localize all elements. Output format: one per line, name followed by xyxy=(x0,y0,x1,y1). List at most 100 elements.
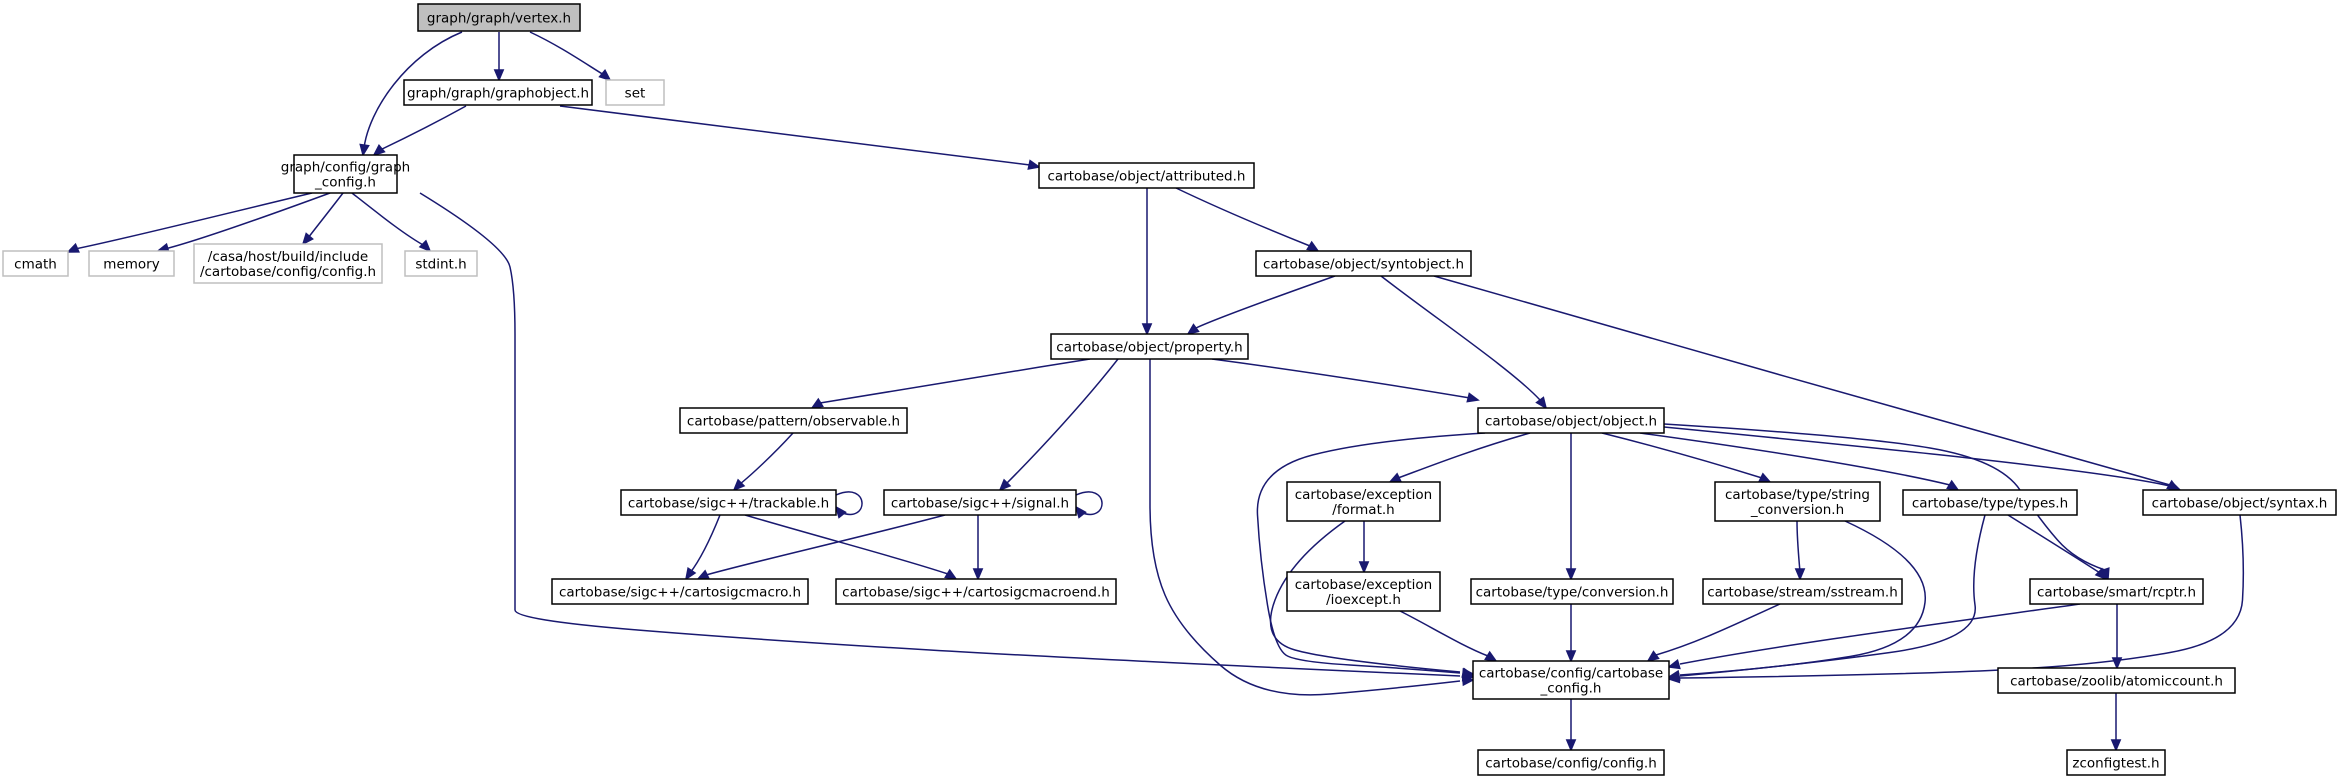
node-observable[interactable]: cartobase/pattern/observable.h xyxy=(679,407,908,434)
node-label: memory xyxy=(103,257,159,273)
node-box xyxy=(1286,481,1441,522)
node-attributed[interactable]: cartobase/object/attributed.h xyxy=(1038,162,1255,189)
node-label: cartobase/stream/sstream.h xyxy=(1707,585,1898,601)
node-box xyxy=(293,154,398,194)
node-rcptr[interactable]: cartobase/smart/rcptr.h xyxy=(2029,578,2204,605)
node-label: set xyxy=(625,86,646,102)
node-box xyxy=(1477,407,1665,434)
edge-graph_config-to-cmath xyxy=(66,192,313,253)
edge-attributed-to-syntobject xyxy=(1175,187,1320,253)
node-label: stdint.h xyxy=(415,257,466,273)
edge-format-to-ioexcept xyxy=(1358,520,1370,574)
edge-signal-to-cartosigcmacro xyxy=(696,514,946,580)
node-signal[interactable]: cartobase/sigc++/signal.h xyxy=(883,489,1077,516)
edge-object-to-syntax xyxy=(1663,426,2182,491)
edge-graph_config-to-stdint xyxy=(351,192,432,253)
node-vertex[interactable]: graph/graph/vertex.h xyxy=(417,3,581,32)
edge-trackable-to-cartosigcmacroend xyxy=(744,514,958,581)
node-trackable[interactable]: cartobase/sigc++/trackable.h xyxy=(620,489,837,516)
node-label: cartobase/sigc++/cartosigcmacro.h xyxy=(559,585,801,601)
edge-object-to-cartobase_config xyxy=(1256,432,1486,679)
node-label: cartobase/type/conversion.h xyxy=(1476,585,1669,601)
node-label: cartobase/object/object.h xyxy=(1485,414,1657,430)
node-box xyxy=(551,578,809,605)
node-box xyxy=(679,407,908,434)
node-config[interactable]: cartobase/config/config.h xyxy=(1477,749,1665,776)
edge-types-to-rcptr xyxy=(2007,514,2108,581)
node-graphobject[interactable]: graph/graph/graphobject.h xyxy=(403,79,593,106)
node-label: zconfigtest.h xyxy=(2072,756,2159,772)
node-property[interactable]: cartobase/object/property.h xyxy=(1050,333,1249,360)
node-sstream[interactable]: cartobase/stream/sstream.h xyxy=(1702,578,1903,605)
edge-signal-to-signal xyxy=(1074,491,1103,519)
node-cartosigcmacroend[interactable]: cartobase/sigc++/cartosigcmacroend.h xyxy=(835,578,1117,605)
node-label: cartobase/pattern/observable.h xyxy=(687,414,900,430)
edge-sstream-to-cartobase_config xyxy=(1646,603,1781,663)
node-set: set xyxy=(605,79,665,106)
node-label: cartobase/smart/rcptr.h xyxy=(2037,585,2196,601)
node-box xyxy=(1714,481,1881,522)
node-box xyxy=(417,3,581,32)
node-ioexcept[interactable]: cartobase/exception/ioexcept.h xyxy=(1286,571,1441,612)
node-label: cartobase/type/types.h xyxy=(1912,496,2068,512)
node-box xyxy=(403,79,593,106)
edge-property-to-cartobase_config xyxy=(1149,359,1475,696)
node-types[interactable]: cartobase/type/types.h xyxy=(1902,489,2078,516)
node-label: cartobase/type/string xyxy=(1725,487,1870,503)
edge-object-to-format xyxy=(1388,432,1531,483)
node-box xyxy=(883,489,1077,516)
edge-observable-to-trackable xyxy=(732,432,794,492)
edge-property-to-object xyxy=(1211,358,1480,403)
node-object[interactable]: cartobase/object/object.h xyxy=(1477,407,1665,434)
node-zconfigtest[interactable]: zconfigtest.h xyxy=(2066,749,2166,776)
node-memory: memory xyxy=(88,250,175,277)
node-box xyxy=(1038,162,1255,189)
node-box xyxy=(2,250,69,277)
node-string-conversion[interactable]: cartobase/type/string_conversion.h xyxy=(1714,481,1881,522)
node-box xyxy=(1997,667,2236,694)
node-box xyxy=(2066,749,2166,776)
edge-object-to-type_conversion xyxy=(1565,432,1577,581)
node-cmath: cmath xyxy=(2,250,69,277)
edge-cartobase_config-to-config xyxy=(1565,698,1577,752)
edge-object-to-types xyxy=(1639,432,1960,492)
node-casa-config: /casa/host/build/include/cartobase/confi… xyxy=(193,243,383,284)
edges-layer xyxy=(66,31,2245,752)
edge-syntax-to-cartobase_config xyxy=(1667,514,2245,684)
node-box xyxy=(1472,660,1670,700)
node-label: graph/graph/vertex.h xyxy=(427,11,571,27)
node-type-conversion[interactable]: cartobase/type/conversion.h xyxy=(1470,578,1674,605)
edge-vertex-to-set xyxy=(529,31,612,82)
node-box xyxy=(193,243,383,284)
edge-rcptr-to-atomiccount xyxy=(2111,603,2123,670)
edge-graphobject-to-graph_config xyxy=(372,105,467,157)
node-label: _conversion.h xyxy=(1750,502,1844,518)
edge-trackable-to-trackable xyxy=(834,491,863,519)
edge-object-to-string_conversion xyxy=(1601,432,1772,483)
node-format[interactable]: cartobase/exception/format.h xyxy=(1286,481,1441,522)
node-syntobject[interactable]: cartobase/object/syntobject.h xyxy=(1255,250,1472,277)
node-label: _config.h xyxy=(314,175,376,191)
node-box xyxy=(1902,489,2078,516)
node-label: /format.h xyxy=(1332,502,1394,518)
node-label: cartobase/exception xyxy=(1295,487,1433,503)
node-label: /casa/host/build/include xyxy=(208,249,368,265)
edge-string_conversion-to-sstream xyxy=(1794,520,1806,581)
node-label: /cartobase/config/config.h xyxy=(200,264,376,280)
node-label: /ioexcept.h xyxy=(1326,592,1401,608)
node-stdint: stdint.h xyxy=(404,250,478,277)
edge-property-to-observable xyxy=(810,358,1091,410)
node-cartosigcmacro[interactable]: cartobase/sigc++/cartosigcmacro.h xyxy=(551,578,809,605)
edge-graph_config-to-casa_config xyxy=(301,192,344,246)
node-box xyxy=(1255,250,1472,277)
node-cartobase-config[interactable]: cartobase/config/cartobase_config.h xyxy=(1472,660,1670,700)
edge-syntobject-to-property xyxy=(1186,275,1336,336)
node-label: graph/graph/graphobject.h xyxy=(407,86,589,102)
edge-property-to-signal xyxy=(998,358,1119,492)
node-label: cartobase/object/syntax.h xyxy=(2152,496,2328,512)
node-syntax[interactable]: cartobase/object/syntax.h xyxy=(2142,489,2337,516)
node-label: cartobase/sigc++/trackable.h xyxy=(628,496,829,512)
node-graph-config[interactable]: graph/config/graph_config.h xyxy=(281,154,410,194)
node-atomiccount[interactable]: cartobase/zoolib/atomiccount.h xyxy=(1997,667,2236,694)
